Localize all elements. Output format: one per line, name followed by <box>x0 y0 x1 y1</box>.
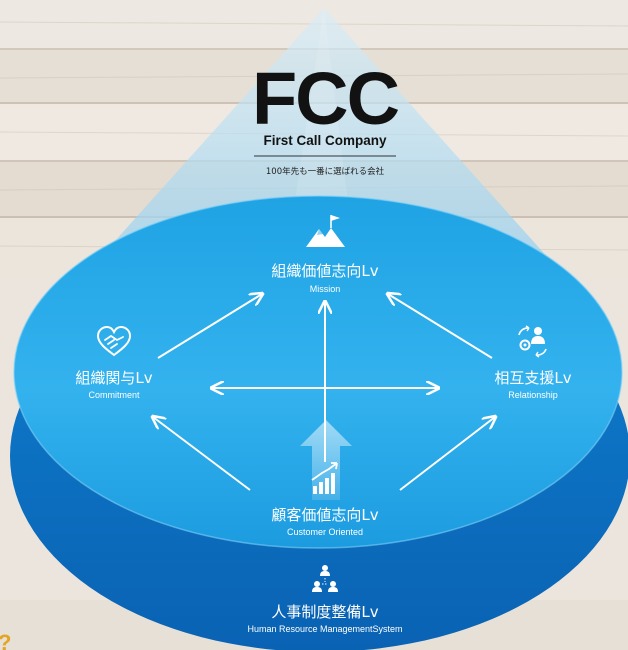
node-hr-system: 人事制度整備Lv Human Resource ManagementSystem <box>247 565 403 634</box>
relationship-arrows <box>153 294 495 491</box>
heart-handshake-icon <box>96 325 132 357</box>
arrow-bottom-to-right <box>399 417 495 491</box>
mission-label-jp: 組織価値志向Lv <box>271 262 378 280</box>
customer-label-en: Customer Oriented <box>287 527 363 537</box>
growth-chart-icon <box>311 462 338 494</box>
node-commitment: 組織関与Lv Commitment <box>75 325 153 400</box>
node-relationship: 相互支援Lv Relationship <box>494 325 572 400</box>
org-hierarchy-icon <box>312 565 338 592</box>
arrow-right-to-top <box>388 294 493 359</box>
arrow-bottom-to-left <box>153 417 251 491</box>
hr-system-label-en: Human Resource ManagementSystem <box>247 624 402 634</box>
arrow-left-to-top <box>157 294 262 359</box>
people-exchange-icon <box>518 325 547 358</box>
relationship-label-en: Relationship <box>508 390 558 400</box>
commitment-label-jp: 組織関与Lv <box>75 369 152 387</box>
logo-tagline: 100年先も一番に選ばれる会社 <box>266 166 385 177</box>
logo-name: FCC <box>252 57 399 140</box>
relationship-label-jp: 相互支援Lv <box>494 369 571 387</box>
corner-question-mark: ? <box>0 630 11 650</box>
mountain-flag-icon <box>306 215 345 247</box>
mission-label-en: Mission <box>310 284 341 294</box>
customer-label-jp: 顧客価値志向Lv <box>271 506 378 524</box>
node-mission: 組織価値志向Lv Mission <box>271 215 379 294</box>
company-logo: FCC First Call Company 100年先も一番に選ばれる会社 <box>252 57 401 177</box>
node-customer-oriented: 顧客価値志向Lv Customer Oriented <box>271 462 379 537</box>
commitment-label-en: Commitment <box>88 390 140 400</box>
disk-top <box>14 196 622 548</box>
logo-subtitle: First Call Company <box>263 133 387 148</box>
hr-system-label-jp: 人事制度整備Lv <box>271 603 378 621</box>
